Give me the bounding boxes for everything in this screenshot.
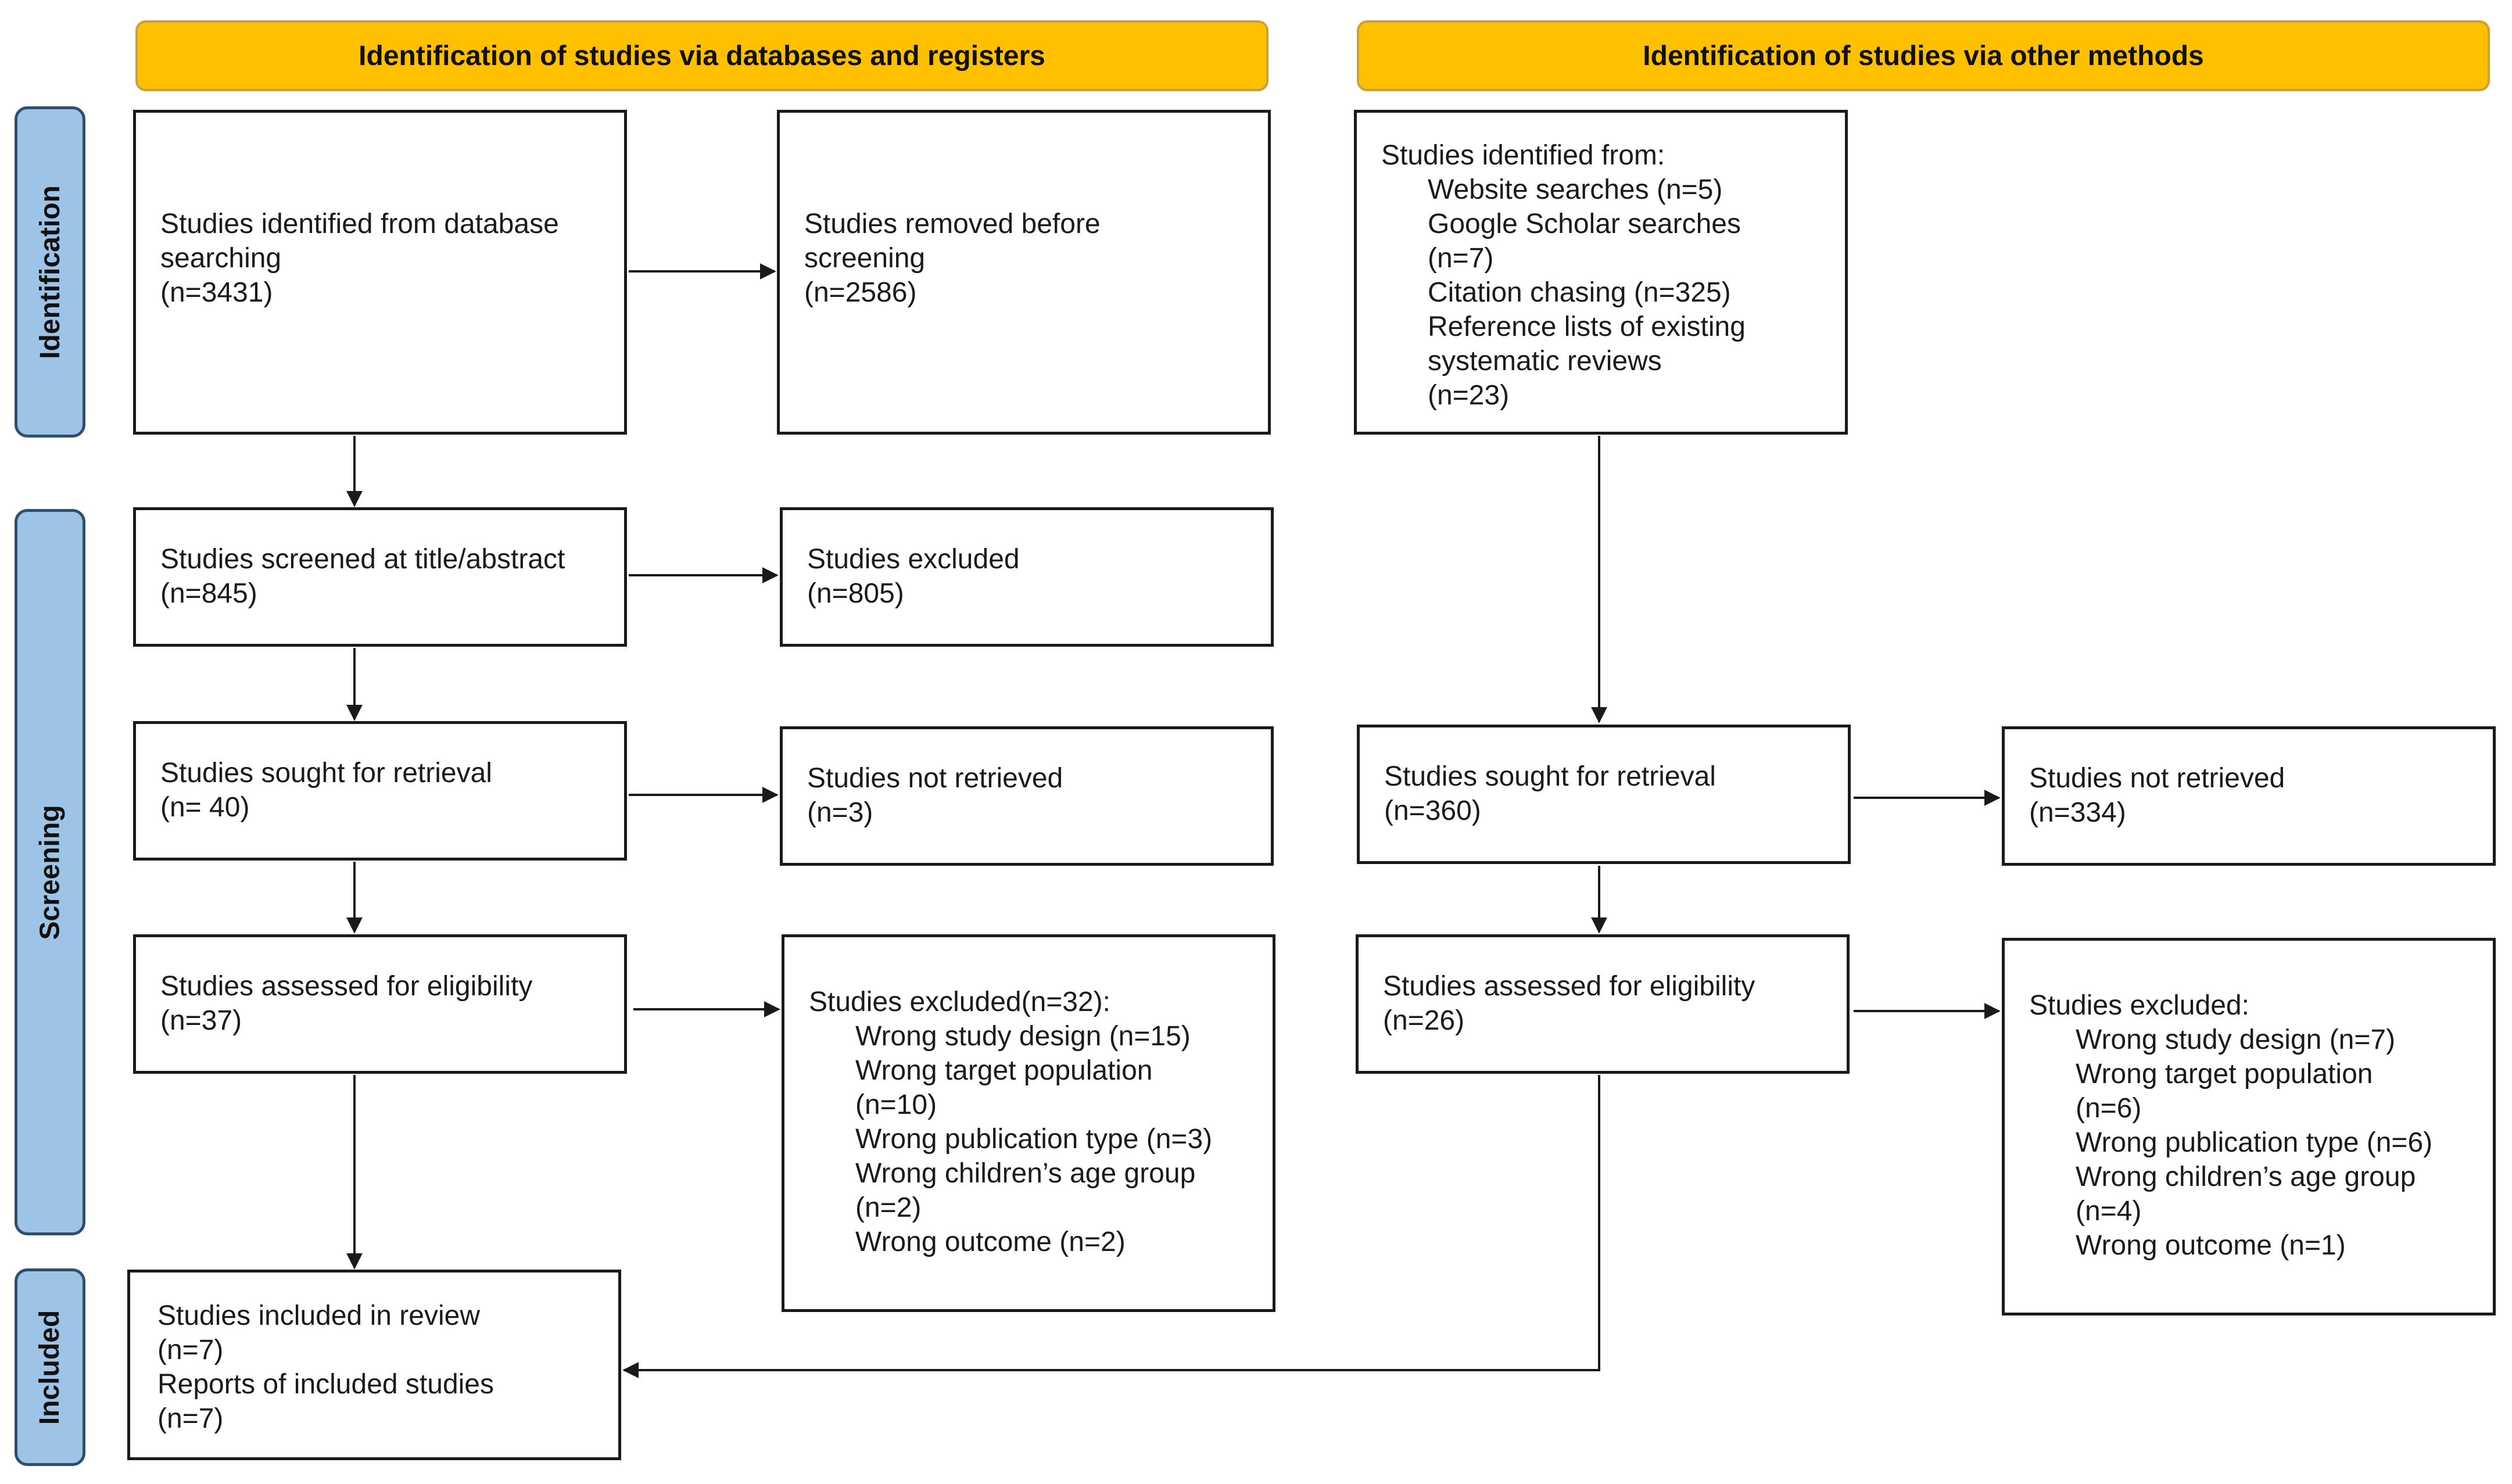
box-line: Studies assessed for eligibility xyxy=(1383,971,1755,1002)
box-line: Studies excluded xyxy=(807,544,1020,575)
box-line: (n= 40) xyxy=(160,792,250,823)
box-item: Wrong target population xyxy=(855,1055,1153,1086)
box-line: searching xyxy=(160,243,282,274)
db-excluded-box: Studies excluded (n=805) xyxy=(780,507,1274,647)
box-item: Reference lists of existing xyxy=(1428,311,1746,342)
db-assessed-box: Studies assessed for eligibility (n=37) xyxy=(133,934,627,1074)
phase-included: Included xyxy=(15,1268,85,1466)
box-item: Website searches (n=5) xyxy=(1428,174,1723,205)
phase-screening: Screening xyxy=(15,509,85,1235)
box-line: Studies sought for retrieval xyxy=(1384,761,1716,792)
box-line: (n=845) xyxy=(160,578,257,609)
box-item: Wrong target population xyxy=(2076,1059,2373,1089)
db-not-retrieved-box: Studies not retrieved (n=3) xyxy=(780,726,1274,866)
box-line: (n=3431) xyxy=(160,277,273,308)
box-line: (n=3) xyxy=(807,797,873,828)
header-other-methods: Identification of studies via other meth… xyxy=(1357,20,2490,91)
box-line: Studies sought for retrieval xyxy=(160,758,492,788)
box-item: Citation chasing (n=325) xyxy=(1428,277,1731,308)
box-item: Wrong study design (n=7) xyxy=(2076,1024,2396,1055)
box-line: (n=805) xyxy=(807,578,904,609)
box-item: Wrong study design (n=15) xyxy=(855,1021,1191,1052)
box-item: (n=23) xyxy=(1428,380,1510,411)
box-title: Studies excluded(n=32): xyxy=(809,987,1110,1017)
db-identified-box: Studies identified from database searchi… xyxy=(133,110,627,435)
box-item: Wrong publication type (n=6) xyxy=(2076,1127,2433,1158)
box-line: (n=2586) xyxy=(804,277,917,308)
box-item: systematic reviews xyxy=(1428,346,1662,377)
box-item: (n=4) xyxy=(2076,1196,2142,1227)
db-sought-box: Studies sought for retrieval (n= 40) xyxy=(133,721,627,861)
arrow-other-assessed-to-included xyxy=(622,1075,1600,1378)
db-removed-box: Studies removed before screening (n=2586… xyxy=(777,110,1271,435)
box-item: Wrong outcome (n=1) xyxy=(2076,1230,2346,1261)
box-line: Reports of included studies xyxy=(157,1369,494,1400)
header-databases: Identification of studies via databases … xyxy=(135,20,1268,91)
box-line: Studies not retrieved xyxy=(807,763,1063,794)
other-identified-box: Studies identified from: Website searche… xyxy=(1354,110,1848,435)
phase-identification: Identification xyxy=(15,106,85,438)
other-excluded-reasons-box: Studies excluded: Wrong study design (n=… xyxy=(2002,938,2496,1315)
box-line: screening xyxy=(804,243,926,274)
box-item: Wrong outcome (n=2) xyxy=(855,1227,1126,1257)
box-item: Google Scholar searches xyxy=(1428,209,1741,239)
box-title: Studies excluded: xyxy=(2029,990,2249,1021)
db-excluded-reasons-box: Studies excluded(n=32): Wrong study desi… xyxy=(782,934,1275,1312)
box-item: Wrong publication type (n=3) xyxy=(855,1124,1213,1155)
box-line: (n=26) xyxy=(1383,1005,1465,1036)
box-title: Studies identified from: xyxy=(1381,140,1665,171)
box-item: (n=7) xyxy=(1428,243,1494,274)
other-not-retrieved-box: Studies not retrieved (n=334) xyxy=(2002,726,2496,866)
box-line: Studies screened at title/abstract xyxy=(160,544,565,575)
box-line: (n=7) xyxy=(157,1403,224,1434)
box-item: Wrong children’s age group xyxy=(2076,1162,2416,1192)
box-line: Studies included in review xyxy=(157,1300,480,1331)
box-item: (n=10) xyxy=(855,1089,937,1120)
header-other-label: Identification of studies via other meth… xyxy=(1643,40,2204,71)
box-line: (n=334) xyxy=(2029,797,2126,828)
box-line: (n=7) xyxy=(157,1335,224,1365)
box-item: Wrong children’s age group xyxy=(855,1158,1196,1189)
box-line: (n=360) xyxy=(1384,795,1481,826)
header-databases-label: Identification of studies via databases … xyxy=(359,40,1045,71)
other-assessed-box: Studies assessed for eligibility (n=26) xyxy=(1356,934,1850,1074)
box-item: (n=6) xyxy=(2076,1093,2142,1124)
box-line: Studies not retrieved xyxy=(2029,763,2285,794)
included-box: Studies included in review (n=7) Reports… xyxy=(127,1270,621,1460)
box-item: (n=2) xyxy=(855,1192,922,1223)
box-line: Studies assessed for eligibility xyxy=(160,971,533,1002)
other-sought-box: Studies sought for retrieval (n=360) xyxy=(1357,725,1851,864)
box-line: Studies identified from database xyxy=(160,209,559,239)
box-line: Studies removed before xyxy=(804,209,1101,239)
box-line: (n=37) xyxy=(160,1005,242,1036)
db-screened-box: Studies screened at title/abstract (n=84… xyxy=(133,507,627,647)
